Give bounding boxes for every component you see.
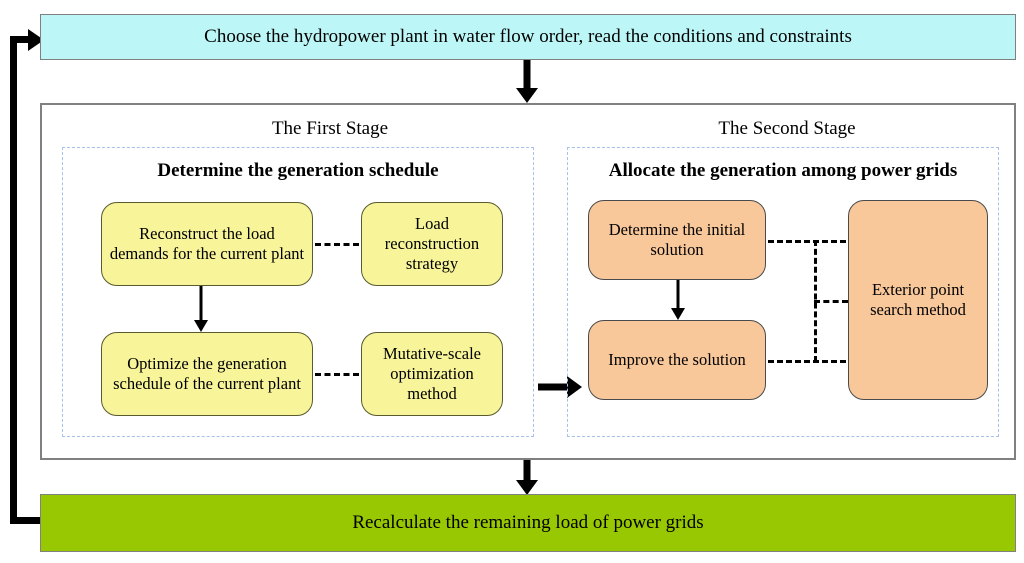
dashed-link-initial-bracket [768, 240, 846, 243]
arrow-head [671, 308, 685, 320]
node-mutative-scale-optimization[interactable]: Mutative-scale optimization method [361, 332, 503, 416]
node-reconstruct-load-demands[interactable]: Reconstruct the load demands for the cur… [101, 202, 313, 286]
feedback-vertical-line [10, 36, 17, 524]
arrow-shaft [523, 460, 531, 480]
first-stage-title: Determine the generation schedule [157, 160, 439, 181]
first-stage-panel: Determine the generation schedule Recons… [62, 147, 534, 437]
dashed-link-reconstruct-strategy [315, 243, 359, 246]
first-stage-caption: The First Stage [271, 118, 389, 139]
arrow-head [516, 88, 538, 103]
node-label: Determine the initial solution [608, 219, 746, 259]
second-stage-title: Allocate the generation among power grid… [608, 160, 958, 181]
arrow-top-to-stages-icon [505, 60, 549, 103]
recalculate-step-bar: Recalculate the remaining load of power … [40, 494, 1016, 552]
node-load-reconstruction-strategy[interactable]: Load reconstruction strategy [361, 202, 503, 286]
arrow-head [567, 376, 582, 398]
feedback-top-segment [10, 36, 32, 43]
node-label: Reconstruct the load demands for the cur… [109, 223, 305, 263]
node-label: Optimize the generation schedule of the … [113, 353, 301, 393]
two-stage-container: The First Stage The Second Stage Determi… [40, 103, 1016, 460]
dashed-link-improve-bracket [768, 360, 846, 363]
node-label: Mutative-scale optimization method [382, 343, 482, 404]
node-label: Improve the solution [608, 349, 746, 369]
node-label: Exterior point search method [870, 279, 966, 319]
recalculate-step-label: Recalculate the remaining load of power … [352, 512, 704, 533]
node-label: Load reconstruction strategy [384, 213, 480, 274]
node-improve-the-solution[interactable]: Improve the solution [588, 320, 766, 400]
arrow-first-to-second-stage-icon [538, 375, 582, 399]
dashed-link-optimize-method [315, 373, 359, 376]
arrow-head [516, 480, 538, 495]
arrow-stages-to-recalculate-icon [505, 460, 549, 495]
arrow-shaft [538, 383, 567, 391]
arrow-shaft [199, 286, 203, 320]
node-determine-initial-solution[interactable]: Determine the initial solution [588, 200, 766, 280]
node-optimize-generation-schedule[interactable]: Optimize the generation schedule of the … [101, 332, 313, 416]
arrow-shaft [523, 60, 531, 88]
arrow-head [194, 320, 208, 332]
arrow-initial-to-improve-icon [666, 280, 690, 320]
feedback-bottom-segment [10, 517, 46, 524]
second-stage-caption: The Second Stage [718, 118, 856, 139]
input-step-label: Choose the hydropower plant in water flo… [204, 26, 852, 47]
input-step-bar: Choose the hydropower plant in water flo… [40, 14, 1016, 60]
node-exterior-point-search-method[interactable]: Exterior point search method [848, 200, 988, 400]
dashed-link-bracket-to-exterior [814, 300, 848, 303]
arrow-shaft [676, 280, 680, 308]
second-stage-panel: Allocate the generation among power grid… [567, 147, 999, 437]
arrow-reconstruct-to-optimize-icon [189, 286, 213, 332]
